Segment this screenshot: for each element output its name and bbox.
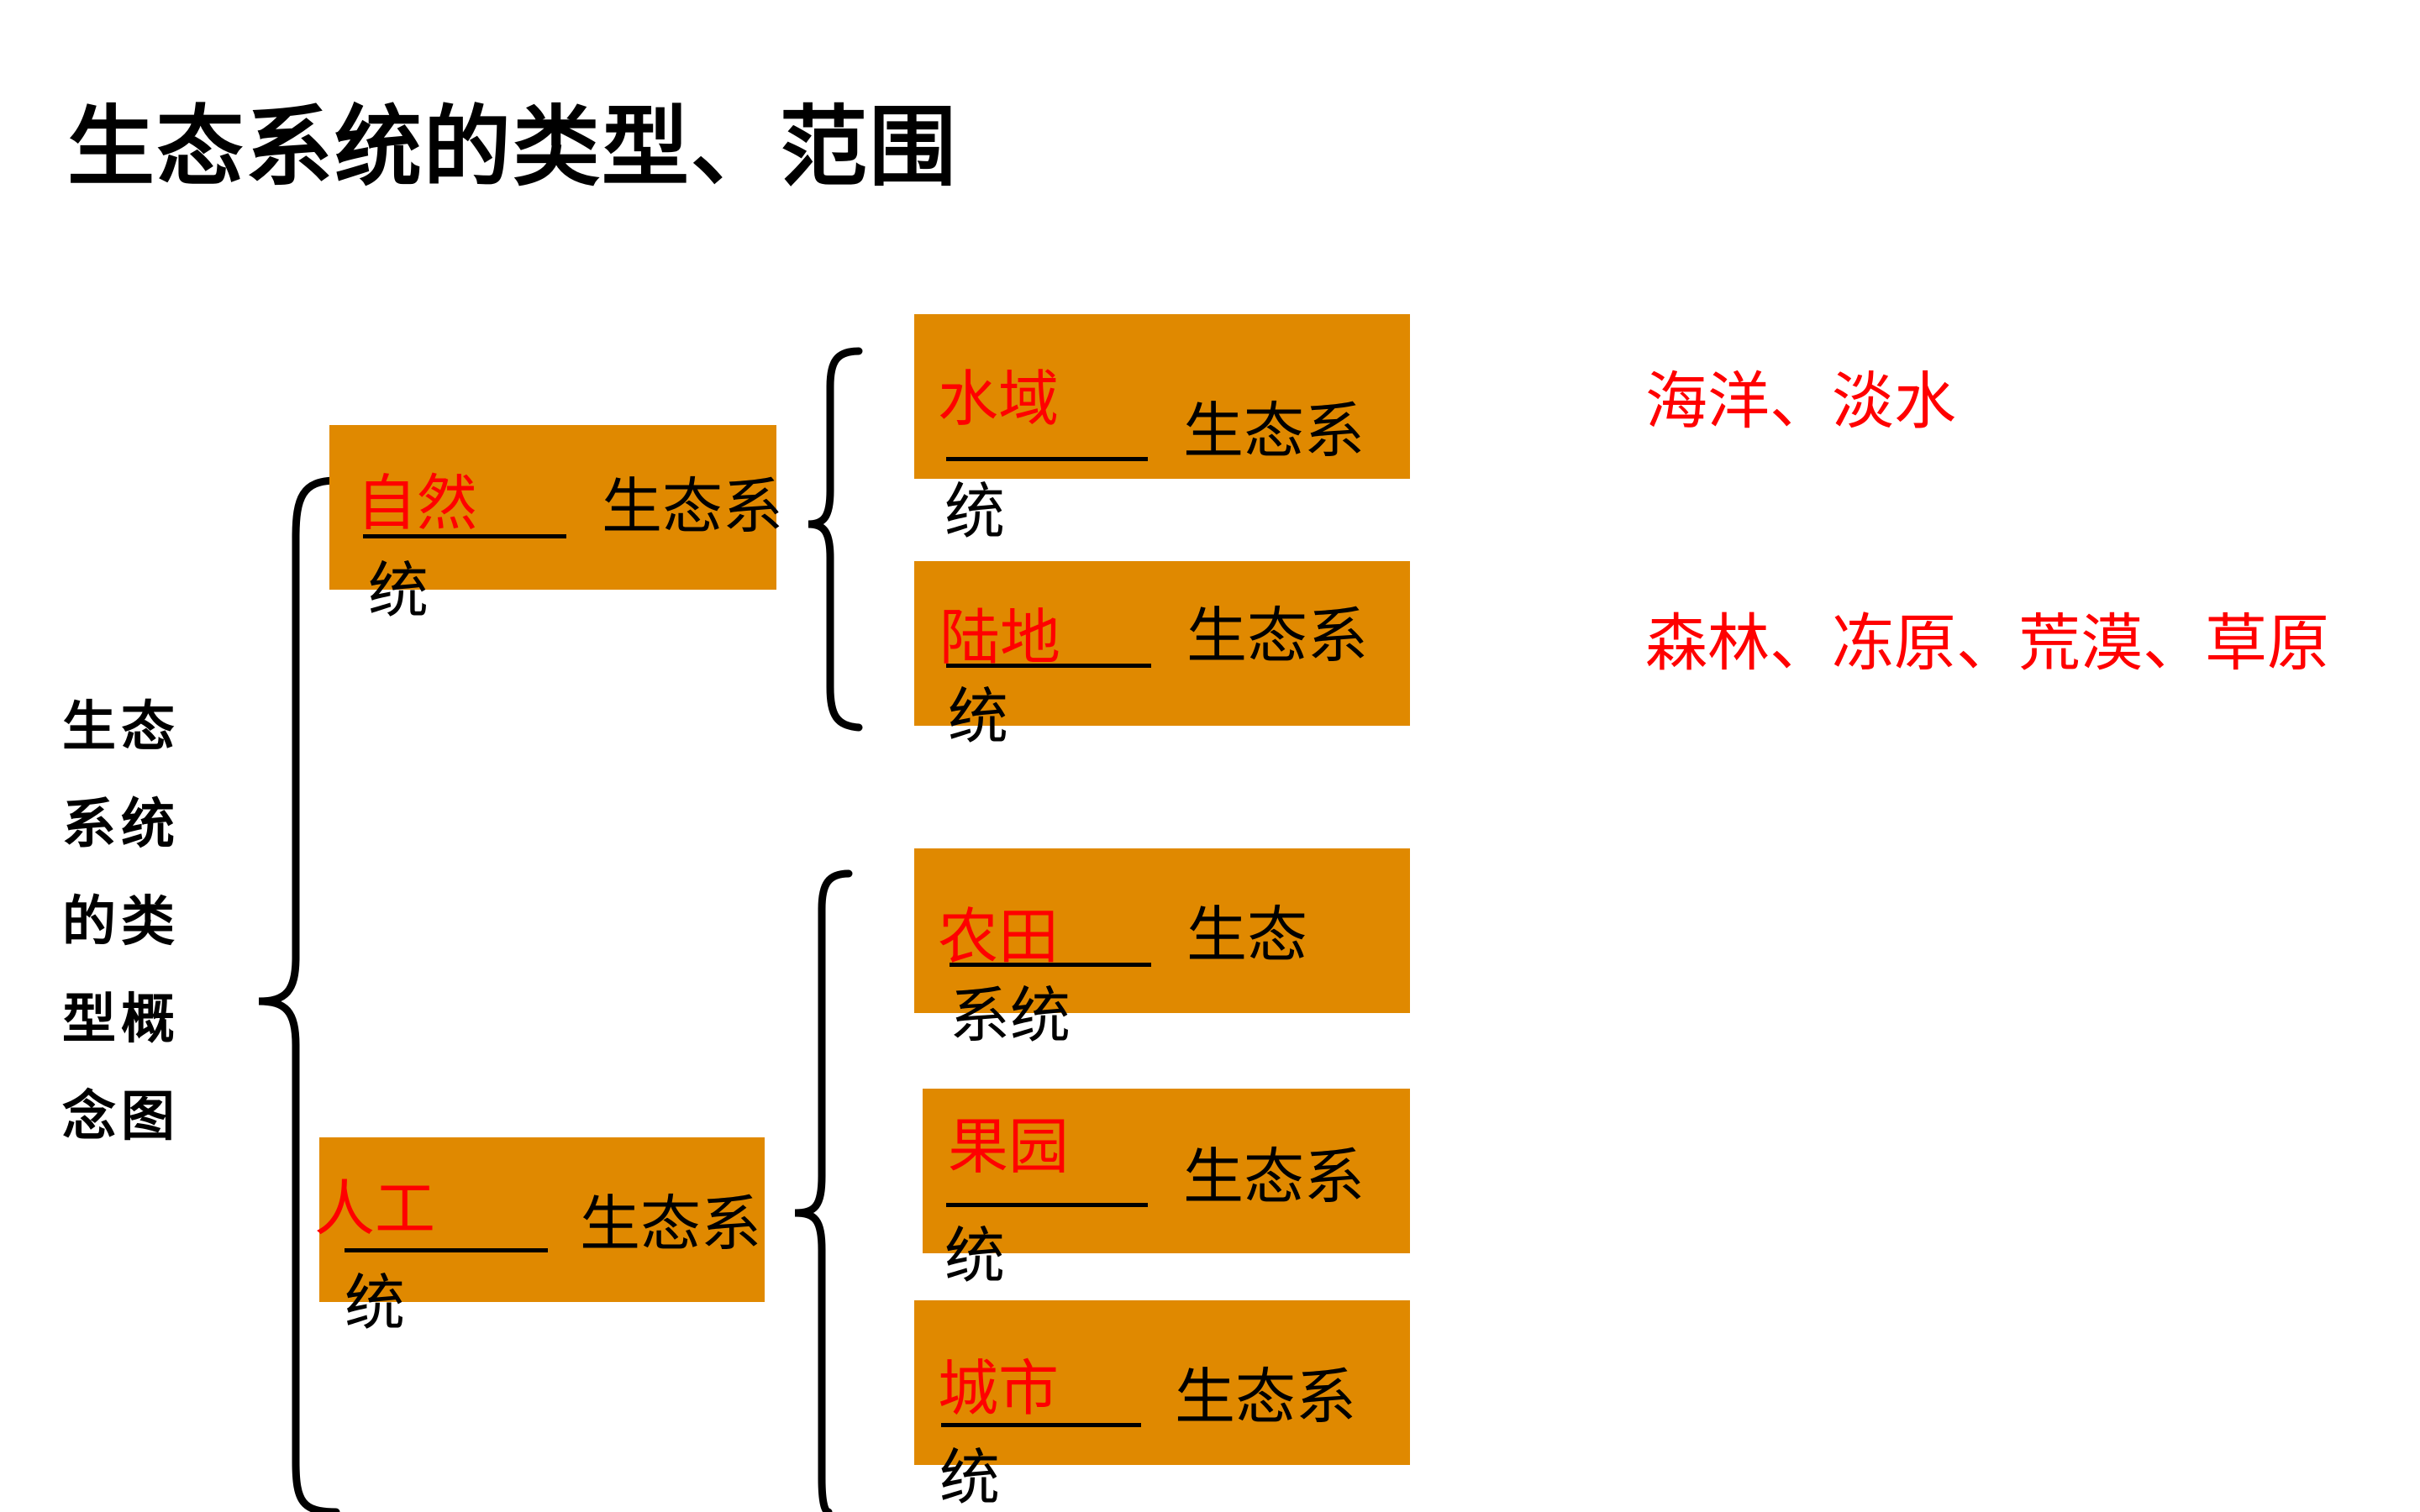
city-ecosystem-box — [914, 1300, 1410, 1465]
artificial-suffix: 生态系 — [580, 1189, 762, 1259]
orchard-answer: 果园 — [948, 1111, 1070, 1182]
water-suffix: 生态系 — [1183, 396, 1365, 466]
water-suffix-wrap: 统 — [944, 476, 1006, 547]
city-blank-line — [941, 1423, 1141, 1427]
city-answer: 城市 — [938, 1353, 1060, 1424]
artificial-blank-line — [345, 1248, 548, 1252]
root-brace — [258, 476, 340, 1512]
water-examples: 海洋、淡水 — [1645, 365, 1956, 438]
root-label-line: 念图 — [62, 1086, 180, 1148]
city-suffix-wrap: 统 — [939, 1442, 1001, 1512]
artificial-brace — [794, 869, 853, 1512]
water-ecosystem-box — [914, 314, 1410, 479]
farmland-answer: 农田 — [938, 901, 1060, 972]
natural-suffix-wrap: 统 — [368, 555, 429, 626]
farmland-suffix: 生态 — [1186, 900, 1308, 970]
artificial-answer: 人工 — [314, 1173, 436, 1244]
orchard-blank-line — [946, 1203, 1148, 1207]
farmland-ecosystem-box — [914, 848, 1410, 1013]
artificial-ecosystem-box — [319, 1137, 765, 1302]
land-ecosystem-box — [914, 561, 1410, 726]
land-blank-line — [946, 664, 1151, 668]
land-suffix-wrap: 统 — [948, 681, 1009, 752]
root-label-line: 生态 — [62, 696, 180, 759]
land-answer: 陆地 — [939, 602, 1061, 673]
root-label-line: 型概 — [62, 989, 180, 1051]
natural-brace — [808, 347, 863, 732]
root-label-line: 的类 — [62, 891, 180, 953]
natural-answer: 自然 — [356, 468, 478, 538]
orchard-ecosystem-box — [923, 1089, 1410, 1253]
land-suffix: 生态系 — [1186, 601, 1369, 671]
orchard-suffix-wrap: 统 — [944, 1221, 1006, 1291]
natural-ecosystem-box — [329, 425, 776, 590]
farmland-suffix-wrap: 系统 — [950, 980, 1071, 1051]
land-examples: 森林、冻原、荒漠、草原 — [1645, 607, 2329, 680]
page-title: 生态系统的类型、范围 — [67, 96, 959, 198]
farmland-blank-line — [950, 963, 1151, 967]
natural-blank-line — [363, 534, 566, 538]
city-suffix: 生态系 — [1175, 1362, 1357, 1432]
water-blank-line — [946, 457, 1148, 461]
diagram-root-label: 生态 系统 的类 型概 念图 — [62, 679, 239, 1166]
orchard-suffix: 生态系 — [1183, 1142, 1365, 1212]
natural-suffix: 生态系 — [602, 471, 784, 542]
artificial-suffix-wrap: 统 — [345, 1268, 406, 1338]
water-answer: 水域 — [938, 364, 1060, 434]
root-label-line: 系统 — [62, 794, 180, 856]
